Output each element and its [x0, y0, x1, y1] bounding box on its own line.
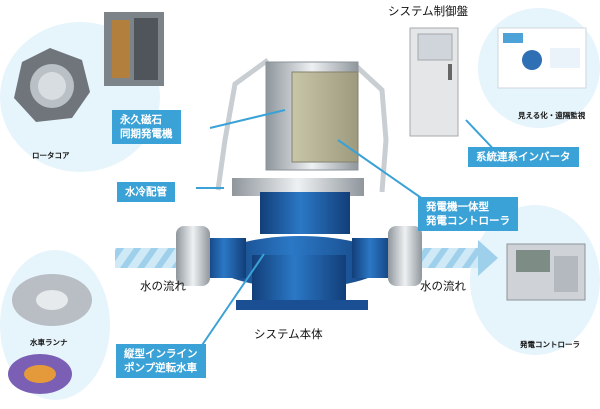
- pm-generator-block: [265, 61, 359, 171]
- rotor-core-label: ロータコア: [32, 151, 70, 160]
- rotor-assembly-image: [104, 12, 164, 86]
- runner-label: 水車ランナ: [30, 338, 68, 347]
- pm-generator-label: 永久磁石 同期発電機: [112, 110, 181, 144]
- flow-arrow-right: [408, 240, 498, 276]
- rotor-core-image: [14, 48, 90, 122]
- inlet-flange: [176, 226, 210, 286]
- water-flow-right-label: 水の流れ: [420, 279, 466, 293]
- runner-image: [12, 274, 92, 326]
- pump-main-body: [206, 178, 392, 310]
- generator-controller-photo: [506, 243, 586, 301]
- cooling-pipes: [215, 57, 389, 193]
- system-body-label: システム本体: [254, 327, 323, 341]
- runner-cfd-image: [8, 354, 72, 394]
- system-control-panel: [409, 27, 459, 137]
- system-control-panel-title: システム制御盤: [388, 4, 469, 18]
- generator-controller-photo-label: 発電コントローラ: [520, 340, 580, 349]
- outlet-flange: [388, 226, 422, 286]
- turbine-label: 縦型インライン ポンプ逆転水車: [116, 344, 206, 378]
- water-flow-left-label: 水の流れ: [140, 279, 186, 293]
- monitor-label: 見える化・遠隔監視: [518, 111, 586, 120]
- cooling-pipe-label: 水冷配管: [117, 182, 175, 202]
- monitor-screenshot: [497, 27, 587, 89]
- flow-arrow-left: [115, 248, 195, 268]
- grid-inverter-label: 系統連系インバータ: [468, 147, 579, 167]
- generator-controller-label: 発電機一体型 発電コントローラ: [418, 197, 518, 231]
